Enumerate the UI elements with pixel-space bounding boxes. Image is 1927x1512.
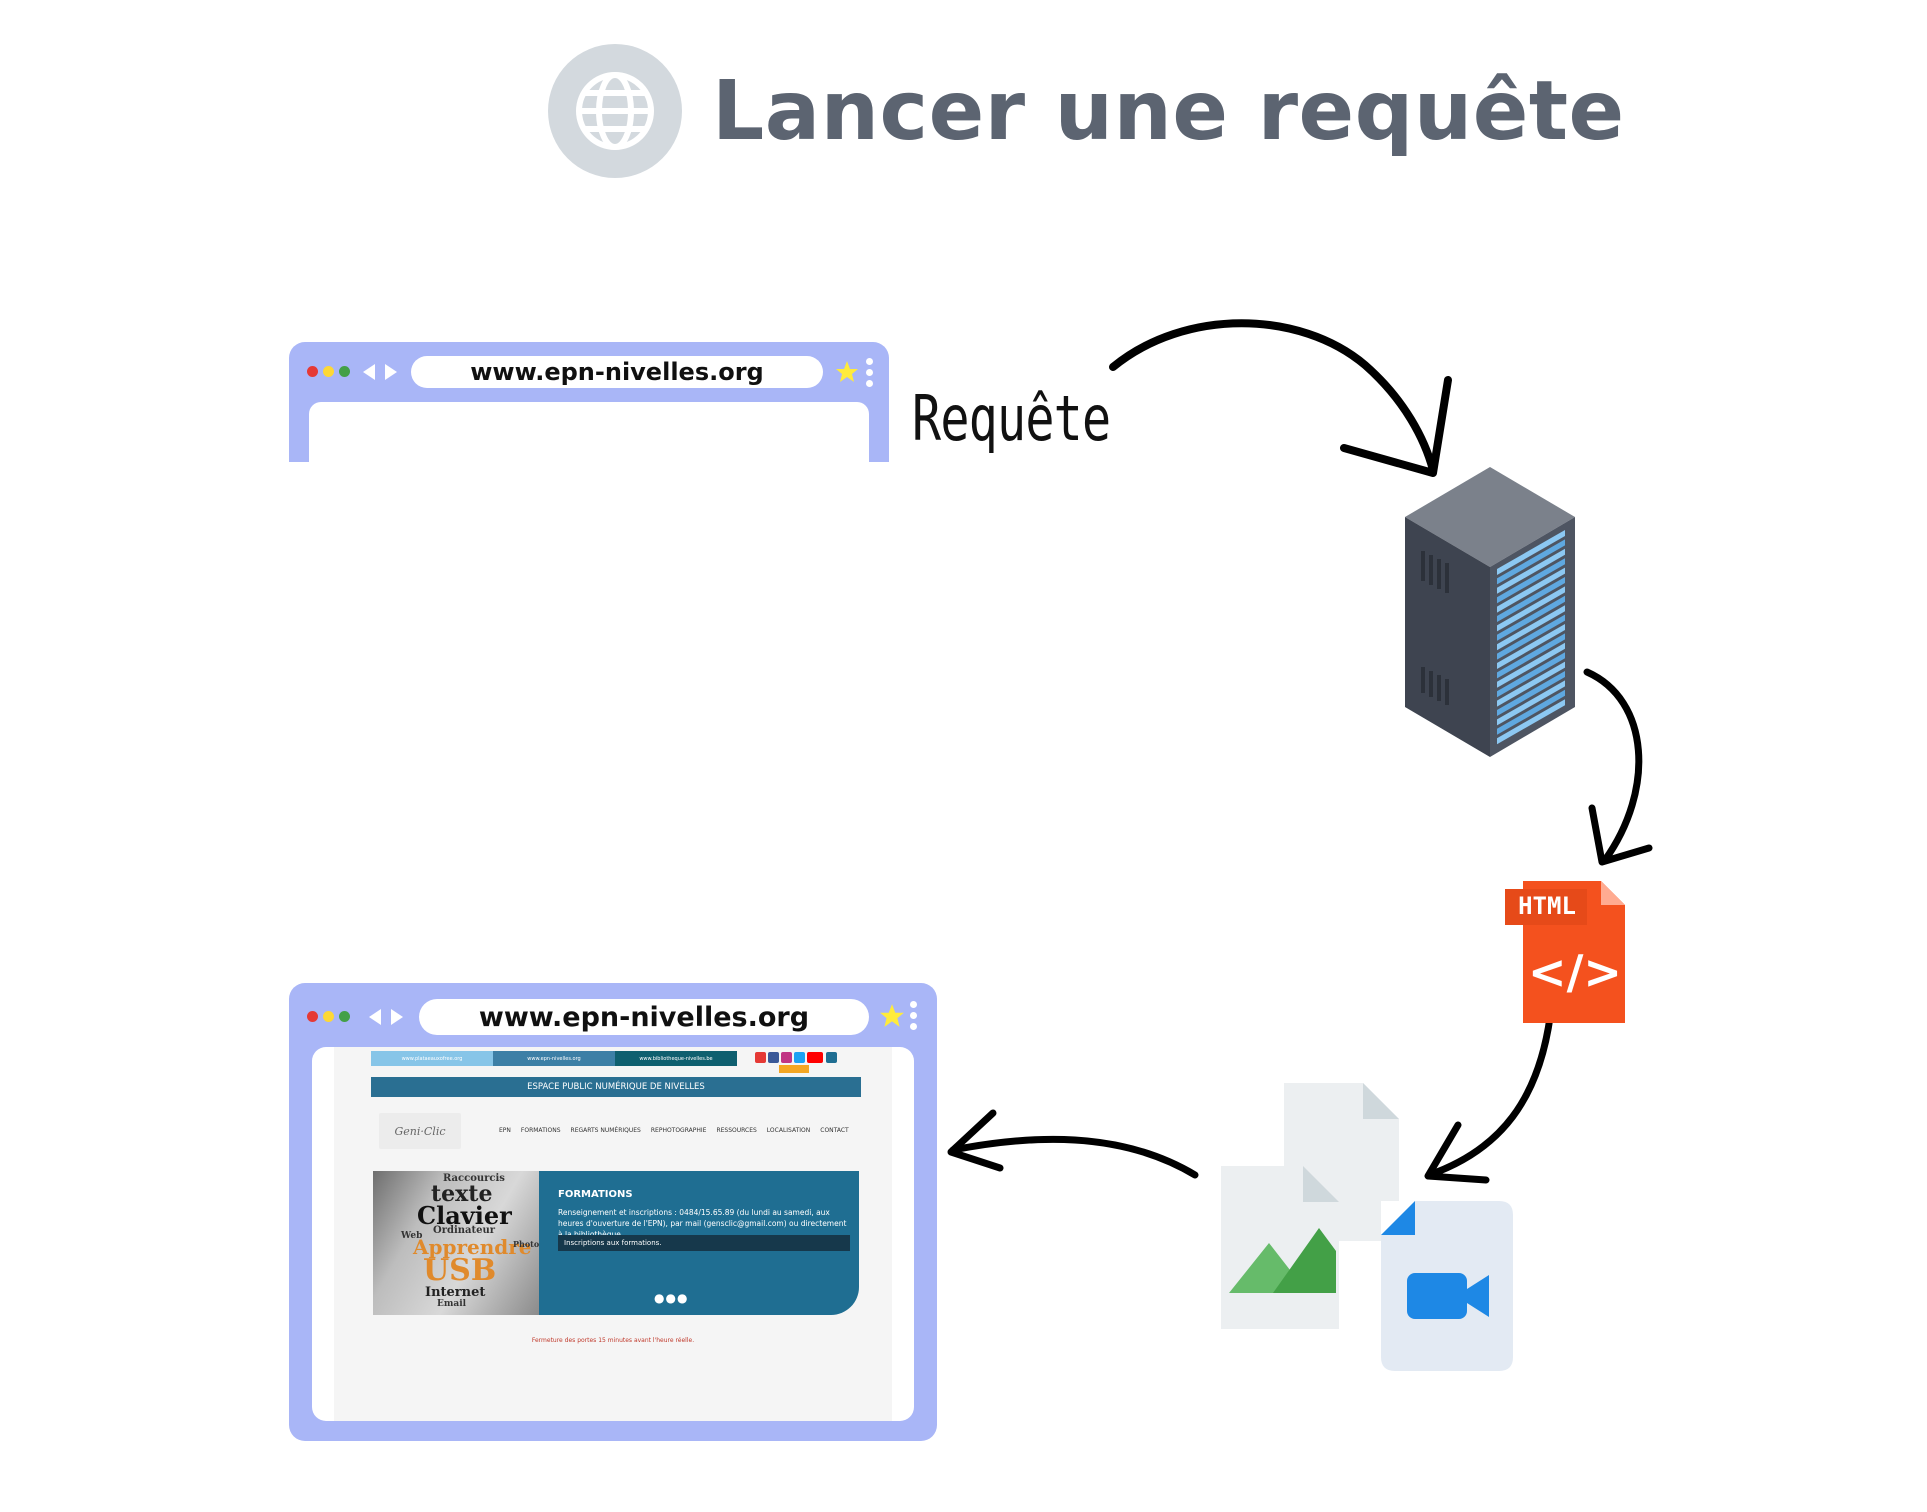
nav-item[interactable]: REPHOTOGRAPHIE [650,1127,707,1134]
banner-button[interactable]: Inscriptions aux formations. [558,1235,850,1251]
rack-slot [1497,530,1565,575]
photo-word: texte [431,1181,493,1207]
nav-item[interactable]: FORMATIONS [520,1127,561,1134]
rack-slot [1497,586,1565,632]
site-header: ESPACE PUBLIC NUMÉRIQUE DE NIVELLES [371,1077,861,1097]
photo-word: Raccourcis [443,1173,505,1184]
rack-slot [1497,671,1565,716]
photo-word: Email [437,1299,467,1309]
rack-slot [1497,567,1565,613]
url-bar[interactable]: www.epn-nivelles.org [419,999,869,1035]
orange-tab [779,1065,809,1073]
html-code-symbol: </> [1528,945,1622,999]
rack-slot [1497,633,1565,679]
twitter-icon[interactable] [794,1052,805,1063]
nav-item[interactable]: EPN [499,1127,511,1134]
rack-slot [1497,605,1565,651]
site-logo[interactable]: Geni·Clic [379,1113,461,1149]
site-banner: Raccourcis texte Clavier Ordinateur Appr… [373,1171,859,1315]
carousel-dots[interactable]: ●●● [654,1291,689,1305]
browser-window-result: www.epn-nivelles.org www.plataeauxofree.… [289,983,937,1441]
nav-item[interactable]: LOCALISATION [766,1127,811,1134]
back-forward-icon [369,1009,403,1025]
rack-slot [1497,680,1565,726]
title-bar: Lancer une requête [548,44,1625,178]
rack-slot [1497,614,1565,660]
maximize-dot-icon [339,1011,350,1022]
arrow-request-to-server [1109,319,1437,474]
rack-slot [1497,624,1565,669]
star-icon[interactable] [879,1003,905,1029]
files-group [1221,1083,1513,1371]
search-icon[interactable] [826,1052,837,1063]
browser-viewport: www.plataeauxofree.org www.epn-nivelles.… [312,1047,914,1421]
html-file-label: HTML [1518,892,1576,920]
arrow-html-to-files [1425,1006,1555,1179]
rack-slot [1497,548,1565,594]
video-file-icon [1381,1201,1513,1371]
maximize-dot-icon [339,366,350,377]
banner-title: FORMATIONS [558,1189,633,1200]
star-icon[interactable] [835,360,859,384]
top-link-1[interactable]: www.plataeauxofree.org [371,1051,493,1066]
rack-slot [1497,577,1565,622]
photo-word: Ordinateur [433,1225,496,1236]
rack-slot [1497,558,1565,604]
server-icon [1405,467,1575,757]
back-forward-icon [363,364,397,380]
rack-slot [1497,642,1565,688]
photo-word: USB [423,1253,497,1288]
html-file-icon: HTML </> [1505,881,1625,1023]
rack-slot [1497,652,1565,698]
top-link-2[interactable]: www.epn-nivelles.org [493,1051,615,1066]
arrow-server-to-html [1583,668,1643,864]
close-dot-icon [307,366,318,377]
rack-slot [1497,661,1565,707]
menu-icon[interactable] [910,1001,918,1031]
rack-slot [1497,689,1565,735]
photo-word: Photo [513,1239,539,1249]
top-link-3[interactable]: www.bibliotheque-nivelles.be [615,1051,737,1066]
globe-icon [548,44,682,178]
image-file-icon [1221,1166,1339,1329]
website-mockup: www.plataeauxofree.org www.epn-nivelles.… [334,1047,892,1421]
arrow-files-to-browser [949,1135,1199,1179]
instagram-icon[interactable] [781,1052,792,1063]
photo-word: Internet [425,1285,486,1300]
rack-slot [1497,539,1565,585]
nav-item[interactable]: REGARTS NUMÉRIQUES [570,1127,641,1134]
photo-word: Apprendre [413,1235,532,1259]
rack-slot [1497,595,1565,641]
pinterest-icon[interactable] [755,1052,766,1063]
site-nav: EPN FORMATIONS REGARTS NUMÉRIQUES REPHOT… [499,1127,849,1134]
close-dot-icon [307,1011,318,1022]
page-title: Lancer une requête [712,63,1625,159]
banner-text: Renseignement et inscriptions : 0484/15.… [558,1208,847,1239]
facebook-icon[interactable] [768,1052,779,1063]
request-label: Requête [912,382,1111,455]
nav-item[interactable]: RESSOURCES [716,1127,757,1134]
browser-viewport-empty [309,402,869,462]
minimize-dot-icon [323,1011,334,1022]
rack-slot [1497,699,1565,745]
url-bar[interactable]: www.epn-nivelles.org [411,356,823,388]
photo-word: Clavier [417,1201,512,1230]
menu-icon[interactable] [866,358,874,388]
minimize-dot-icon [323,366,334,377]
nav-item[interactable]: CONTACT [820,1127,849,1134]
browser-window-request: www.epn-nivelles.org [289,342,889,462]
site-notice: Fermeture des portes 15 minutes avant l'… [531,1337,695,1344]
banner-photo: Raccourcis texte Clavier Ordinateur Appr… [373,1171,539,1315]
youtube-icon[interactable] [807,1052,823,1063]
photo-word: Web [401,1231,423,1241]
